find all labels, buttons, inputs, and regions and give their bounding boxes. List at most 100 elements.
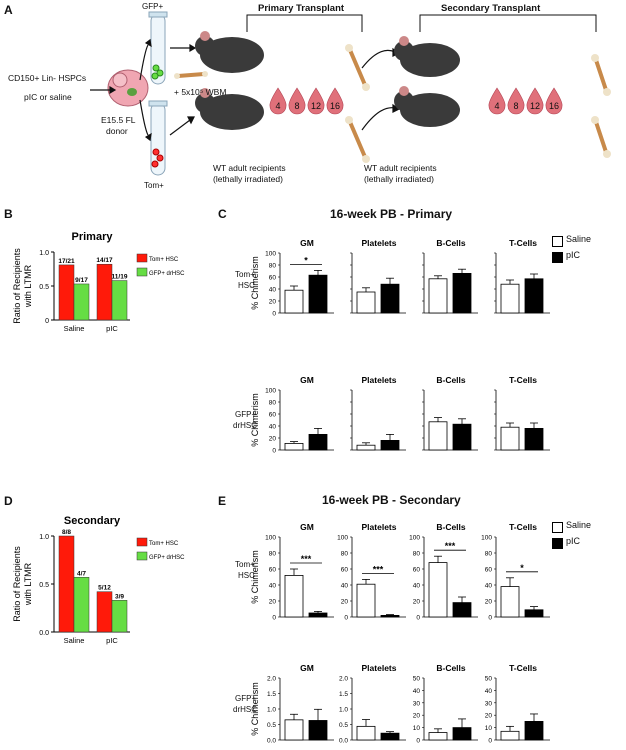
bar [356, 444, 376, 451]
chart-title: GM [300, 375, 314, 385]
y-tick-label: 60 [269, 567, 277, 574]
bar [452, 602, 472, 618]
blood-drop-icon [326, 87, 344, 115]
bar [428, 562, 448, 618]
y-tick-label: 20 [269, 299, 277, 306]
chart-title: T-Cells [509, 663, 537, 673]
section-title-e: 16-week PB - Secondary [322, 493, 461, 507]
bar [380, 732, 400, 741]
row-label-gfp-c-line1: GFP+ [235, 410, 257, 419]
section-title-c: 16-week PB - Primary [330, 207, 453, 221]
y-tick-label: 2.0 [339, 676, 348, 683]
y-tick-label: 20 [413, 599, 421, 606]
y-tick-label: 80 [485, 551, 493, 558]
bar [524, 609, 544, 618]
significance-label: *** [445, 541, 456, 551]
recipients2-line2: (lethally irradiated) [364, 174, 434, 184]
legend-saline-swatch-e [552, 522, 563, 533]
bar [452, 423, 472, 451]
chart-title: Platelets [362, 238, 397, 248]
y-tick-label: 0 [45, 318, 49, 325]
chart-title: GM [300, 522, 314, 532]
y-tick-label: 40 [413, 583, 421, 590]
y-tick-label: 40 [269, 287, 277, 294]
blood-drop-icon [307, 87, 325, 115]
bar [380, 615, 400, 618]
chart-title: Platelets [362, 522, 397, 532]
bar [500, 730, 520, 741]
wbm-label: + 5x10⁵ WBM [174, 87, 227, 97]
bar [96, 591, 113, 633]
y-tick-label: 1.0 [267, 707, 276, 714]
chart-c-tom-plt: Platelets [350, 238, 406, 314]
y-tick-label: 0 [416, 615, 420, 622]
data-label: 8/8 [62, 529, 71, 536]
y-tick-label: 60 [269, 412, 277, 419]
chart-title: B-Cells [436, 238, 466, 248]
y-tick-label: 20 [485, 713, 493, 720]
y-tick-label: 0 [272, 615, 276, 622]
y-tick-label: 40 [485, 583, 493, 590]
y-tick-label: 0.5 [267, 722, 276, 729]
bar [380, 283, 400, 314]
week-label: 8 [294, 101, 299, 111]
y-tick-label: 0 [344, 615, 348, 622]
chart-title: Platelets [362, 663, 397, 673]
bar [500, 283, 520, 314]
chart-title: B-Cells [436, 375, 466, 385]
y-tick-label: 10 [485, 725, 493, 732]
y-tick-label: 0 [272, 448, 276, 455]
row-label-gfp-e-line1: GFP+ [235, 694, 257, 703]
y-tick-label: 0 [272, 311, 276, 318]
bar [500, 426, 520, 451]
y-tick-label: 100 [265, 251, 276, 258]
y-tick-label: 1.5 [339, 691, 348, 698]
gfp-tube-label: GFP+ [142, 2, 164, 11]
chart-title: GM [300, 663, 314, 673]
blood-drop-icon [488, 87, 506, 115]
bar [524, 721, 544, 741]
y-tick-label: 60 [485, 567, 493, 574]
y-axis-label: Ratio of Recipientswith LTMR [12, 248, 33, 324]
panel-letter-c: C [218, 207, 227, 221]
chart-title: Platelets [362, 375, 397, 385]
category-label: Saline [64, 636, 85, 645]
bone-icon [345, 44, 370, 91]
blood-drop-icon [526, 87, 544, 115]
bar [284, 289, 304, 314]
week-label: 8 [513, 101, 518, 111]
y-tick-label: 100 [265, 535, 276, 542]
y-tick-label: 0.5 [339, 722, 348, 729]
tom-tube-icon [148, 100, 168, 176]
y-axis-label-line2: with LTMR [23, 264, 33, 308]
y-tick-label: 20 [341, 599, 349, 606]
y-tick-label: 60 [269, 275, 277, 282]
mouse-icon [195, 31, 264, 73]
bar [524, 278, 544, 314]
chart-d: Secondary0.00.51.08/84/7Saline5/123/9pIC… [12, 515, 185, 645]
mouse-icon [195, 88, 264, 130]
chart-c-gfp-t: T-Cells [494, 375, 550, 451]
bone-icon [591, 54, 611, 96]
data-label: 17/21 [58, 258, 75, 265]
y-axis-label: % Chimerism [250, 393, 260, 447]
category-label: pIC [106, 324, 118, 333]
bar [308, 433, 328, 451]
row-label-gfp-e-line2: drHSC [233, 705, 258, 714]
panel-letter-e: E [218, 494, 227, 508]
bar [356, 291, 376, 314]
legend-swatch-gfp [136, 267, 148, 277]
blood-drop-icon [545, 87, 563, 115]
transplant-brackets [246, 14, 597, 32]
donor-label-line1: E15.5 FL [101, 115, 136, 125]
cells-label: CD150+ Lin- HSPCs [8, 73, 87, 83]
week-label: 4 [275, 101, 280, 111]
y-tick-label: 1.0 [339, 707, 348, 714]
y-tick-label: 80 [413, 551, 421, 558]
